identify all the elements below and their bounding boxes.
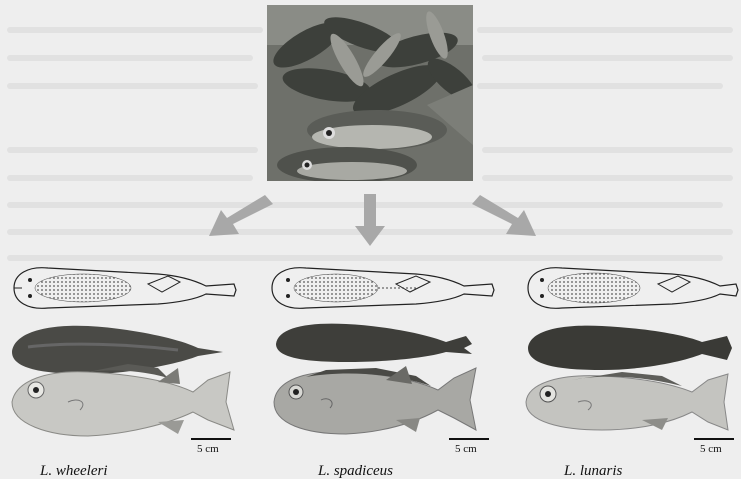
- scale-label: 5 cm: [455, 443, 477, 455]
- species-panel-wheeleri: 5 cm L. wheeleri: [8, 252, 248, 479]
- fish-illustrations: [522, 252, 741, 452]
- arrow-left-icon: [205, 190, 275, 240]
- fish-catch-photo: [267, 5, 473, 181]
- fish-outline-icon: [272, 268, 494, 309]
- scale-bar: [191, 438, 231, 440]
- fish-outline-icon: [528, 268, 738, 309]
- scale-bar: [694, 438, 734, 440]
- fish-illustrations: [266, 252, 506, 452]
- scale-label: 5 cm: [700, 443, 722, 455]
- fish-illustrations: [8, 252, 248, 452]
- species-panel-spadiceus: 5 cm L. spadiceus: [266, 252, 506, 479]
- species-caption: L. wheeleri: [40, 463, 108, 479]
- scale-label: 5 cm: [197, 443, 219, 455]
- species-caption: L. spadiceus: [318, 463, 393, 479]
- species-panel-lunaris: 5 cm L. lunaris: [522, 252, 741, 479]
- scale-bar: [449, 438, 489, 440]
- fish-outline-icon: [14, 268, 236, 309]
- species-caption: L. lunaris: [564, 463, 622, 479]
- arrow-center-icon: [353, 192, 387, 248]
- arrow-right-icon: [470, 190, 540, 240]
